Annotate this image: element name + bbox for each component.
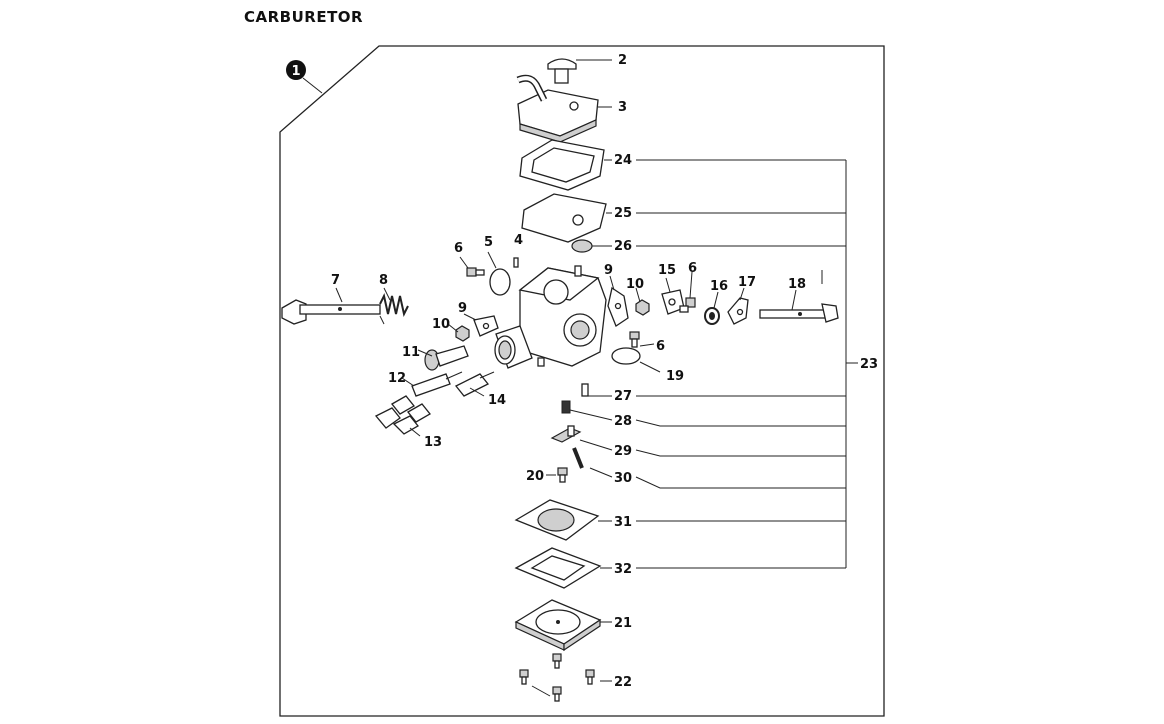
choke-shaft-part-18: [759, 270, 839, 323]
callout-30: 30: [614, 471, 632, 486]
callout-16: 16: [710, 279, 728, 294]
callout-3: 3: [618, 100, 627, 115]
callout-7: 7: [331, 273, 340, 288]
carburetor-body: [494, 265, 607, 369]
throttle-shaft-part-7: [281, 299, 381, 325]
needle-part-11: [424, 345, 469, 371]
needle-part-14: [454, 371, 495, 397]
needle-part-12: [411, 371, 463, 397]
screw-part-20: [546, 467, 568, 483]
callout-14: 14: [488, 393, 506, 408]
callout-28: 28: [614, 414, 632, 429]
nut-part-10a: [455, 325, 470, 342]
callout-labels: 2 3 24 25 26 4 5 6 7 8 9 10 11 12 13 14 …: [331, 53, 878, 690]
filter-screen-part-26: [571, 239, 612, 253]
page-title: CARBURETOR: [244, 8, 364, 26]
callout-23: 23: [860, 357, 878, 372]
control-lever-part-29: [550, 425, 613, 451]
pin-part-30: [572, 447, 613, 478]
callout-21: 21: [614, 616, 632, 631]
lever-part-9b: [607, 286, 629, 327]
assembly-number: 1: [291, 64, 300, 79]
callout-32: 32: [614, 562, 632, 577]
callout-29: 29: [614, 444, 632, 459]
nut-part-10b: [635, 299, 650, 316]
callout-26: 26: [614, 239, 632, 254]
diagram-frame: [279, 45, 885, 717]
spring-part-8: [379, 293, 409, 325]
gasket-part-32: [514, 547, 612, 589]
callout-10b: 10: [626, 277, 644, 292]
callout-6b: 6: [688, 261, 697, 276]
callout-18: 18: [788, 277, 806, 292]
assembly-bracket-23: [635, 159, 858, 569]
lever-part-15: [661, 289, 685, 315]
screw-part-2: [547, 58, 612, 84]
assembly-badge: 1: [286, 60, 323, 94]
callout-20: 20: [526, 469, 544, 484]
spring-part-16: [704, 307, 720, 325]
callout-25: 25: [614, 206, 632, 221]
gasket-part-24: [519, 139, 612, 191]
callout-8: 8: [379, 273, 388, 288]
callout-12: 12: [388, 371, 406, 386]
callout-6a: 6: [454, 241, 463, 256]
callout-2: 2: [618, 53, 627, 68]
throttle-plate-part-5: [489, 268, 511, 296]
callout-5: 5: [484, 235, 493, 250]
screw-part-6c: [629, 331, 640, 348]
callout-13: 13: [424, 435, 442, 450]
leader-lines: [335, 251, 797, 437]
limiter-caps-part-13: [374, 395, 431, 435]
lever-part-9a: [473, 315, 499, 337]
carburetor-cover-part-3: [516, 74, 612, 143]
pin-part-4: [513, 257, 519, 268]
callout-15: 15: [658, 263, 676, 278]
needle-valve-part-27: [581, 383, 612, 397]
callout-9a: 9: [458, 301, 467, 316]
screws-part-22: [519, 653, 612, 702]
callout-24: 24: [614, 153, 632, 168]
callout-10a: 10: [432, 317, 450, 332]
pump-cover-part-21: [514, 599, 612, 652]
diaphragm-part-25: [521, 193, 612, 243]
callout-31: 31: [614, 515, 632, 530]
screw-part-6a: [466, 267, 485, 277]
spring-part-28: [561, 400, 613, 421]
choke-plate-part-19: [611, 347, 641, 365]
callout-22: 22: [614, 675, 632, 690]
lever-part-17: [727, 297, 749, 325]
callout-27: 27: [614, 389, 632, 404]
callout-11: 11: [402, 345, 420, 360]
callout-4: 4: [514, 233, 523, 248]
metering-diaphragm-part-31: [514, 499, 612, 541]
callout-19: 19: [666, 369, 684, 384]
callout-17: 17: [738, 275, 756, 290]
callout-9b: 9: [604, 263, 613, 278]
callout-6c: 6: [656, 339, 665, 354]
